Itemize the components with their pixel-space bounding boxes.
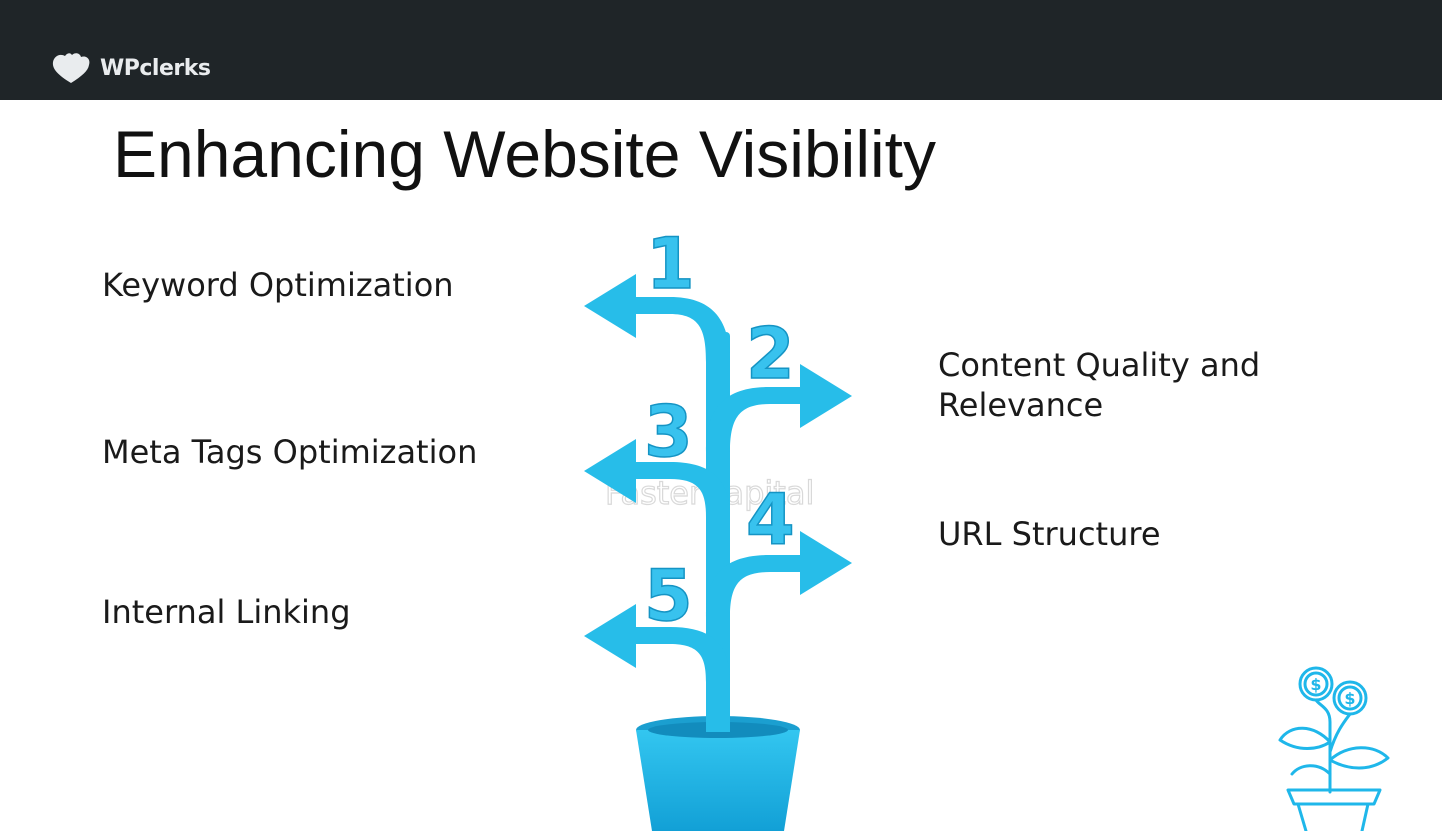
item-label-2: Content Quality and Relevance — [938, 346, 1261, 424]
header-bar: WPclerks — [0, 0, 1442, 100]
svg-text:$: $ — [1310, 675, 1321, 694]
step-number-2: 2 — [746, 313, 795, 395]
heart-cloud-logo-icon — [52, 53, 90, 83]
step-number-1: 1 — [646, 223, 695, 305]
step-number-3: 3 — [644, 391, 693, 473]
item-label-3: Meta Tags Optimization — [102, 433, 478, 471]
step-number-4: 4 — [746, 479, 795, 561]
item-label-1: Keyword Optimization — [102, 266, 454, 304]
flower-pot — [636, 692, 800, 831]
brand-name: WPclerks — [100, 55, 211, 81]
item-label-5: Internal Linking — [102, 593, 351, 631]
brand[interactable]: WPclerks — [50, 50, 211, 86]
page-title: Enhancing Website Visibility — [113, 117, 937, 191]
step-number-5: 5 — [644, 555, 693, 637]
money-plant-icon: $ $ — [1278, 666, 1390, 831]
branching-arrow-tree-icon: 1 2 3 4 5 — [584, 222, 852, 831]
svg-text:$: $ — [1344, 689, 1355, 708]
tree-shapes — [584, 274, 852, 732]
item-label-4: URL Structure — [938, 515, 1161, 553]
